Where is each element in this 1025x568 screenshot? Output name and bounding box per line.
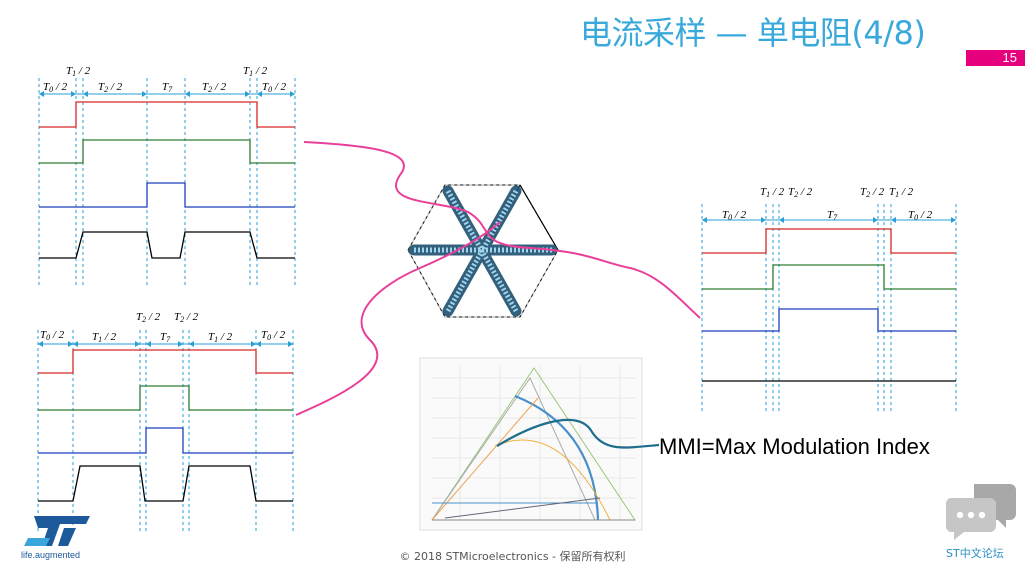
page-number-badge: 15 <box>966 50 1025 66</box>
svg-text:T0 / 2: T0 / 2 <box>43 81 68 94</box>
svg-text:T0 / 2: T0 / 2 <box>722 209 747 222</box>
slide-title: 电流采样 — 单电阻(4/8) <box>580 14 926 52</box>
footer-copyright: © 2018 STMicroelectronics - 保留所有权利 <box>399 550 626 563</box>
svg-text:T0 / 2: T0 / 2 <box>262 81 287 94</box>
svg-text:T1 / 2: T1 / 2 <box>92 331 117 344</box>
svg-text:T1 / 2: T1 / 2 <box>889 186 914 199</box>
space-vector-hexagon <box>407 184 559 318</box>
svg-text:T1 / 2: T1 / 2 <box>243 65 268 78</box>
timing-diagram-bottom-left: T0 / 2 T1 / 2 T2 / 2 T7 T2 / 2 T1 / 2 T0… <box>37 311 294 534</box>
svg-text:T7: T7 <box>160 331 171 344</box>
svg-text:T2 / 2: T2 / 2 <box>202 81 227 94</box>
forum-link[interactable]: ST中文论坛 <box>946 547 1004 560</box>
svg-text:T2 / 2: T2 / 2 <box>98 81 123 94</box>
mmi-label: MMI=Max Modulation Index <box>659 434 930 459</box>
logo-tagline: life.augmented <box>21 550 81 560</box>
svg-text:T2 / 2: T2 / 2 <box>174 311 199 324</box>
chat-bubble-icon[interactable] <box>946 480 1018 542</box>
svg-text:T2 / 2: T2 / 2 <box>136 311 161 324</box>
svg-text:T7: T7 <box>162 81 173 94</box>
svg-text:T0 / 2: T0 / 2 <box>40 329 65 342</box>
svg-text:T1 / 2: T1 / 2 <box>208 331 233 344</box>
svg-text:T0 / 2: T0 / 2 <box>908 209 933 222</box>
svg-text:T1 / 2: T1 / 2 <box>66 65 91 78</box>
svg-text:T7: T7 <box>827 209 838 222</box>
timing-diagram-top-left: T0 / 2 T1 / 2 T2 / 2 T7 T2 / 2 T1 / 2 T0… <box>38 65 296 288</box>
svg-text:T0 / 2: T0 / 2 <box>261 329 286 342</box>
svg-text:T1 / 2: T1 / 2 <box>760 186 785 199</box>
st-logo-icon <box>24 516 90 546</box>
svg-text:T2 / 2: T2 / 2 <box>860 186 885 199</box>
timing-diagram-right: T0 / 2 T1 / 2 T2 / 2 T7 T2 / 2 T1 / 2 T0… <box>701 186 957 414</box>
svg-text:T2 / 2: T2 / 2 <box>788 186 813 199</box>
